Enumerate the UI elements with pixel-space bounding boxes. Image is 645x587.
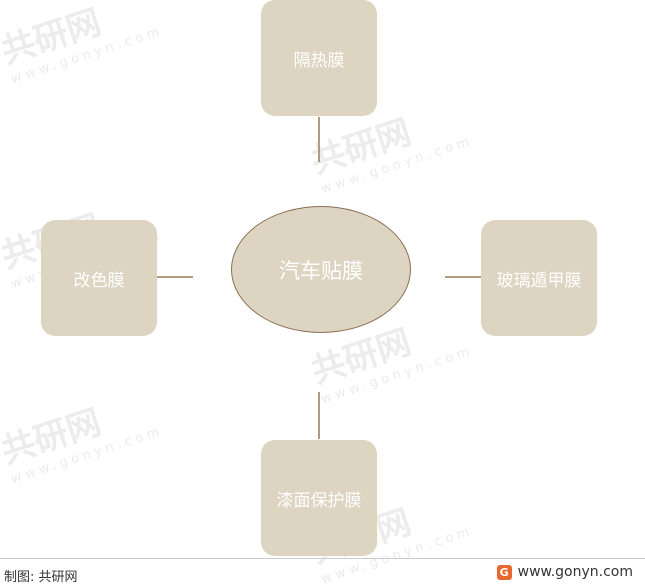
node-right: 玻璃遁甲膜 [481,220,597,336]
node-bottom: 漆面保护膜 [261,440,377,556]
center-node-label: 汽车贴膜 [279,258,363,283]
site-credit[interactable]: G www.gonyn.com [496,564,633,580]
watermark: 共研网 www.gonyn.com [0,402,166,488]
source-credit: 制图: 共研网 [4,570,78,585]
watermark: 共研网 www.gonyn.com [0,2,166,88]
node-top-label: 隔热膜 [293,50,345,71]
connector-bottom [318,392,320,439]
node-left-label: 改色膜 [73,270,125,291]
footer-divider [0,558,645,559]
node-right-label: 玻璃遁甲膜 [496,270,582,291]
gonyn-logo-icon: G [496,564,512,580]
connector-top [318,117,320,162]
node-top: 隔热膜 [261,0,377,116]
center-node: 汽车贴膜 [231,206,411,333]
connector-right [445,276,481,278]
connector-left [157,276,193,278]
node-bottom-label: 漆面保护膜 [276,490,362,511]
node-left: 改色膜 [41,220,157,336]
site-url[interactable]: www.gonyn.com [517,564,633,580]
